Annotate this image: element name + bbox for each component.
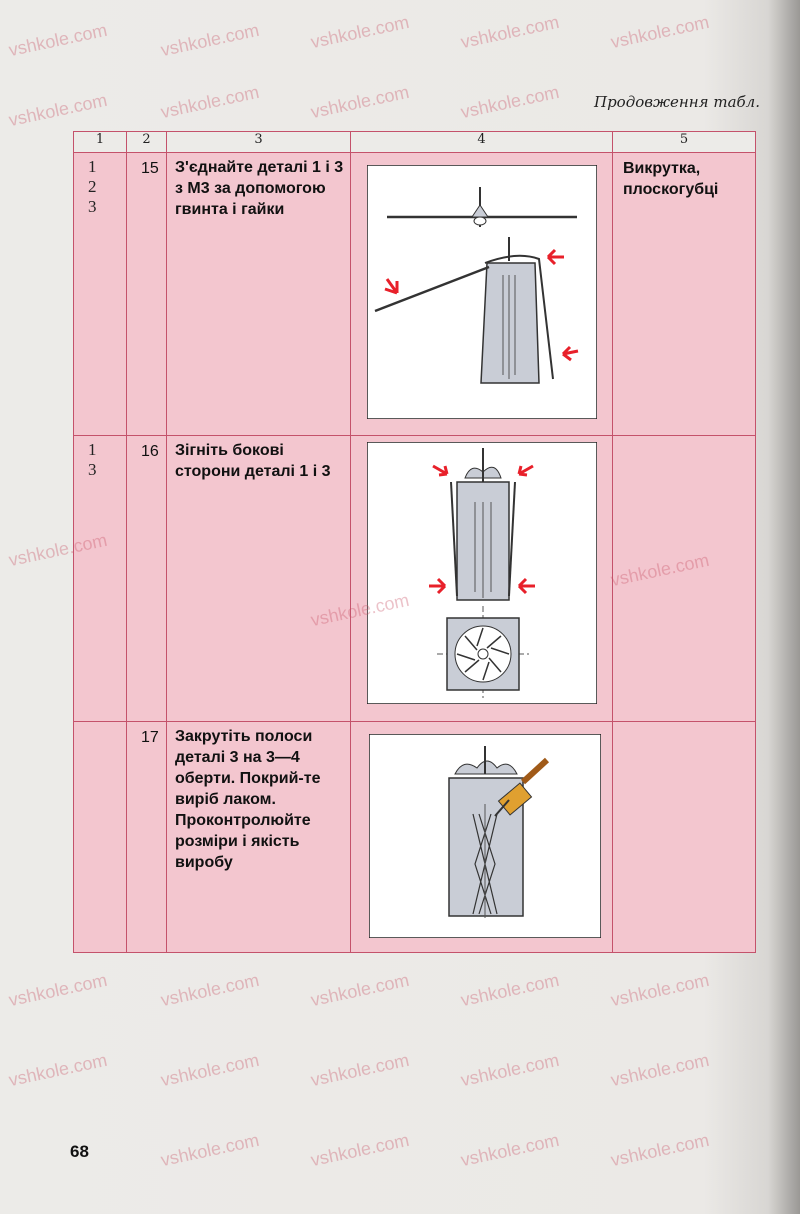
tools-text — [613, 722, 755, 727]
tools-text: Викрутка, плоскогубці — [623, 160, 719, 198]
step-15-illustration — [367, 165, 597, 419]
illustration-cell — [350, 721, 613, 953]
table-row: 1 3 16 Зігніть бокові сторони деталі 1 і… — [73, 435, 756, 722]
column-header: 3 — [166, 131, 351, 153]
table-row: 17 Закрутіть полоси деталі 3 на 3—4 обер… — [73, 721, 756, 953]
part-numbers: 1 2 3 — [88, 157, 97, 216]
tools-text — [613, 436, 755, 441]
page-number: 68 — [70, 1142, 89, 1161]
column-header: 2 — [126, 131, 167, 153]
part-numbers — [74, 722, 126, 726]
table-row: 1 2 3 15 З'єднайте деталі 1 і 3 з М3 за … — [73, 152, 756, 436]
step-number: 16 — [141, 443, 159, 460]
column-header: 5 — [612, 131, 756, 153]
step-number: 15 — [141, 160, 159, 177]
step-instruction: Зігніть бокові сторони деталі 1 і 3 — [175, 442, 331, 480]
instruction-table: 1 2 3 4 5 1 2 3 15 З'єднайте деталі 1 і … — [73, 131, 756, 953]
step-16-illustration — [367, 442, 597, 704]
column-header: 4 — [350, 131, 613, 153]
illustration-cell — [350, 152, 613, 436]
step-17-illustration — [369, 734, 601, 938]
step-instruction: Закрутіть полоси деталі 3 на 3—4 оберти.… — [175, 728, 321, 871]
table-header-row: 1 2 3 4 5 — [73, 131, 756, 153]
step-instruction: З'єднайте деталі 1 і 3 з М3 за допомогою… — [175, 159, 344, 218]
column-header: 1 — [73, 131, 127, 153]
step-number: 17 — [141, 729, 159, 746]
table-continuation-label: Продовження табл. — [593, 93, 760, 111]
part-numbers: 1 3 — [88, 440, 97, 479]
illustration-cell — [350, 435, 613, 722]
